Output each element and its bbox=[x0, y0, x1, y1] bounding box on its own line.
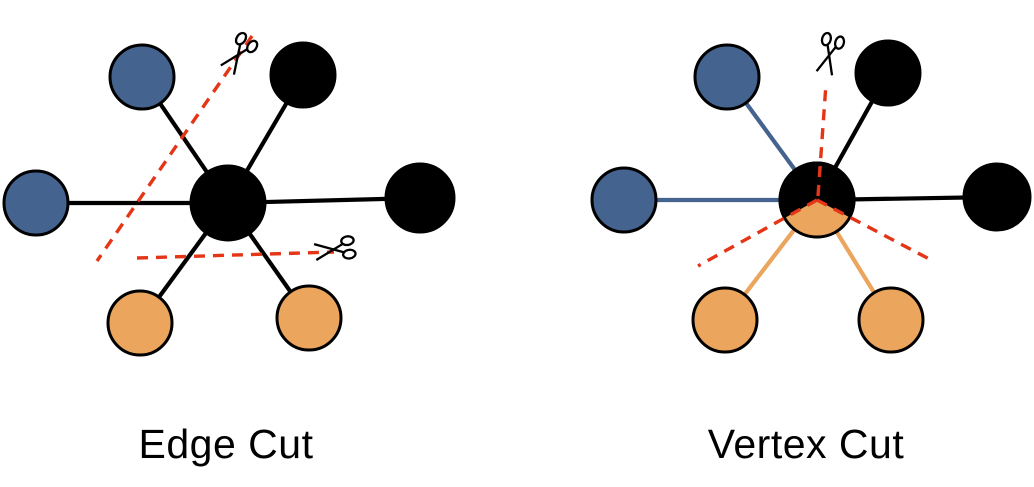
edge-cut-label: Edge Cut bbox=[138, 421, 314, 467]
cut-line bbox=[816, 198, 934, 263]
cut-line bbox=[95, 35, 254, 262]
scissors-icon bbox=[815, 31, 846, 76]
scissors-icon bbox=[313, 235, 357, 261]
cut-line bbox=[136, 250, 335, 260]
orange-node bbox=[857, 286, 925, 354]
black-node bbox=[269, 41, 337, 109]
black-node bbox=[384, 162, 456, 234]
orange-node bbox=[106, 289, 174, 357]
edge-cut-graph bbox=[2, 31, 456, 357]
blue-node bbox=[590, 166, 658, 234]
center-node bbox=[189, 164, 267, 242]
black-node bbox=[962, 162, 1032, 232]
vertex-cut-graph bbox=[590, 31, 1032, 354]
orange-node bbox=[275, 284, 343, 352]
cut-line bbox=[697, 198, 818, 268]
black-node bbox=[854, 39, 922, 107]
center-node-wedge bbox=[784, 200, 850, 237]
blue-node bbox=[108, 43, 176, 111]
center-node-outline bbox=[778, 161, 856, 239]
vertex-cut-label: Vertex Cut bbox=[707, 421, 905, 467]
orange-node bbox=[691, 286, 759, 354]
blue-node bbox=[693, 43, 761, 111]
blue-node bbox=[2, 169, 70, 237]
scissors-icon bbox=[220, 31, 259, 75]
